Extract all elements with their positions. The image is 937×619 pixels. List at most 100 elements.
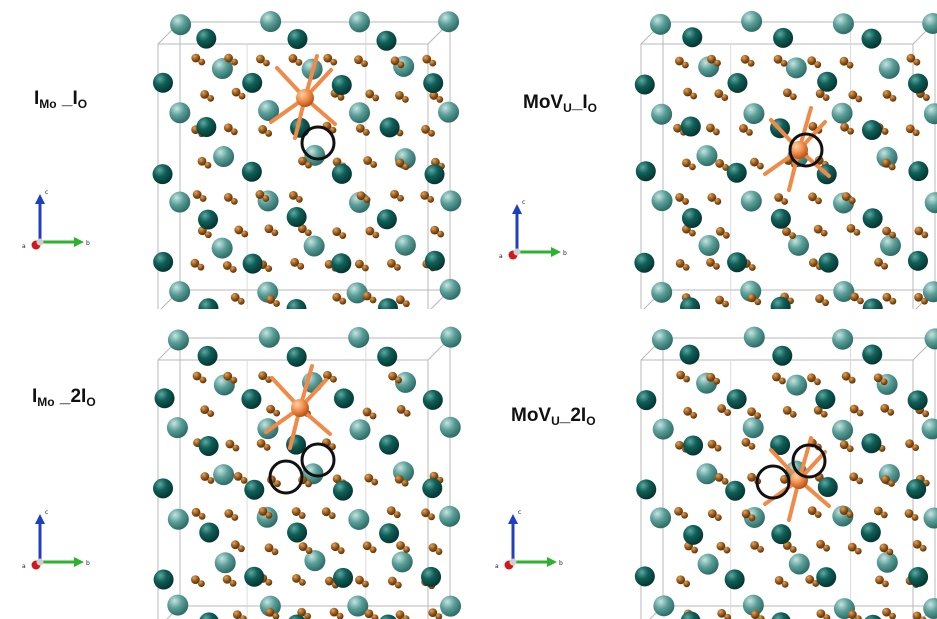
oxygen-atom bbox=[822, 299, 829, 307]
oxygen-atom bbox=[714, 514, 722, 521]
oxygen-atom bbox=[815, 294, 824, 304]
oxygen-atom bbox=[394, 474, 404, 484]
uranium-atom-dark bbox=[771, 524, 792, 545]
oxygen-atom bbox=[847, 127, 854, 135]
uranium-atom-dark bbox=[153, 251, 174, 272]
oxygen-atom bbox=[815, 197, 822, 205]
uranium-atom-light bbox=[170, 14, 192, 36]
uranium-atom-light bbox=[922, 12, 937, 34]
oxygen-atom bbox=[923, 94, 930, 101]
oxygen-atom bbox=[223, 123, 233, 133]
oxygen-atom bbox=[780, 59, 788, 67]
oxygen-atom bbox=[371, 614, 379, 619]
panel-movu-io: MoVU_IO c b a bbox=[469, 0, 937, 309]
oxygen-atom bbox=[816, 609, 826, 619]
oxygen-atom bbox=[198, 580, 205, 587]
oxygen-atom bbox=[740, 54, 750, 64]
uranium-atom-light bbox=[876, 551, 898, 573]
uranium-atom-dark bbox=[242, 253, 263, 274]
oxygen-atom bbox=[395, 295, 405, 305]
oxygen-atom bbox=[690, 411, 698, 419]
uranium-atom-dark bbox=[331, 163, 352, 184]
oxygen-atom bbox=[739, 124, 748, 133]
oxygen-atom bbox=[722, 231, 730, 239]
uranium-atom-light bbox=[924, 328, 937, 350]
oxygen-atom bbox=[780, 474, 789, 484]
oxygen-atom bbox=[371, 478, 379, 486]
oxygen-atom bbox=[722, 164, 730, 171]
oxygen-atom bbox=[222, 261, 232, 270]
oxygen-atom bbox=[839, 56, 849, 66]
oxygen-atom bbox=[919, 616, 927, 619]
oxygen-atom bbox=[750, 157, 759, 167]
uranium-atom-dark bbox=[332, 480, 353, 501]
oxygen-atom bbox=[881, 262, 889, 270]
uranium-atom-dark bbox=[153, 478, 174, 499]
uranium-atom-dark bbox=[376, 30, 397, 51]
uranium-atom-dark bbox=[241, 389, 262, 410]
axis-glyph bbox=[504, 514, 557, 570]
uranium-atom-light bbox=[169, 191, 191, 213]
oxygen-atom bbox=[707, 193, 717, 202]
uranium-atom-dark bbox=[634, 252, 655, 273]
uranium-atom-dark bbox=[199, 522, 220, 543]
axis-origin bbox=[509, 558, 517, 566]
axis-label-b: b bbox=[563, 250, 567, 257]
oxygen-atom bbox=[390, 56, 400, 66]
oxygen-atom bbox=[823, 614, 831, 619]
oxygen-atom bbox=[839, 440, 849, 450]
oxygen-atom bbox=[369, 296, 377, 304]
uranium-atom-dark bbox=[422, 478, 443, 499]
uranium-atom-dark bbox=[680, 297, 701, 309]
oxygen-atom bbox=[395, 610, 405, 619]
cell-edge-back bbox=[662, 21, 936, 291]
oxygen-atom bbox=[814, 378, 821, 386]
uranium-atom-dark bbox=[199, 612, 219, 619]
uranium-atom-dark bbox=[906, 479, 927, 500]
oxygen-atom bbox=[714, 472, 724, 482]
oxygen-atom bbox=[230, 197, 238, 205]
axis-label-b: b bbox=[559, 560, 563, 567]
uranium-atom-dark bbox=[862, 120, 883, 141]
uranium-atom-light bbox=[788, 553, 810, 575]
uranium-atom-light bbox=[786, 374, 808, 396]
uranium-atom-light bbox=[743, 103, 765, 125]
oxygen-atom bbox=[428, 608, 438, 617]
oxygen-atom bbox=[715, 159, 725, 168]
oxygen-atom bbox=[816, 539, 825, 549]
oxygen-layer bbox=[191, 370, 444, 619]
oxygen-atom bbox=[362, 291, 372, 301]
uranium-atom-light bbox=[167, 594, 189, 616]
oxygen-atom bbox=[841, 371, 851, 381]
oxygen-atom bbox=[355, 259, 364, 269]
uranium-atom-dark bbox=[244, 566, 265, 587]
oxygen-atom bbox=[773, 54, 783, 64]
oxygen-atom bbox=[747, 59, 755, 67]
uranium-atom-light bbox=[439, 505, 461, 527]
oxygen-atom bbox=[715, 295, 724, 305]
axis-label-a: a bbox=[499, 253, 503, 260]
uranium-atom-dark bbox=[198, 435, 219, 456]
axis-c-arrowhead bbox=[35, 194, 45, 204]
oxygen-atom bbox=[881, 475, 890, 484]
oxygen-atom bbox=[881, 128, 889, 135]
uranium-atom-dark bbox=[724, 569, 745, 590]
uranium-atom-light bbox=[742, 594, 764, 616]
uranium-atom-dark bbox=[864, 614, 882, 619]
oxygen-atom bbox=[714, 59, 721, 67]
oxygen-atom bbox=[273, 409, 281, 417]
oxygen-atom bbox=[857, 297, 864, 305]
axis-b-arrowhead bbox=[74, 557, 84, 567]
oxygen-atom bbox=[886, 548, 894, 556]
oxygen-atom bbox=[271, 548, 279, 556]
uranium-atom-dark bbox=[331, 253, 352, 274]
oxygen-atom bbox=[274, 480, 281, 488]
uranium-atom-light bbox=[348, 326, 370, 348]
oxygen-atom bbox=[390, 189, 399, 199]
oxygen-atom bbox=[421, 508, 430, 518]
oxygen-atom bbox=[396, 404, 406, 414]
uranium-atom-dark bbox=[154, 388, 175, 409]
oxygen-atom bbox=[401, 479, 409, 487]
oxygen-atom bbox=[200, 89, 210, 99]
